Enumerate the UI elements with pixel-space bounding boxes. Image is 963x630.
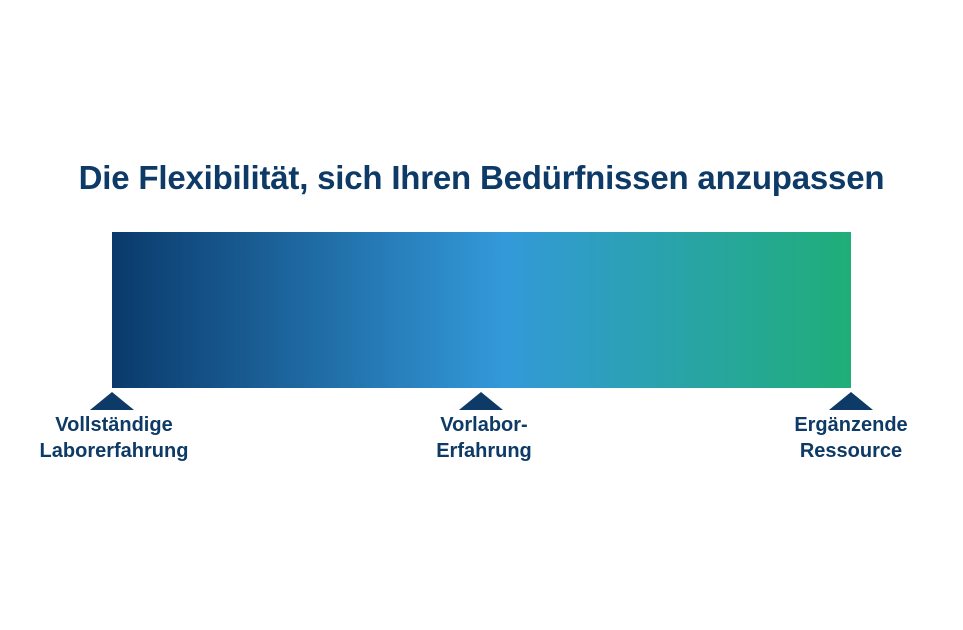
marker-triangle-left — [90, 392, 134, 410]
scale-label-line: Ressource — [799, 440, 903, 462]
scale-label-line: Erfahrung — [436, 440, 532, 462]
scale-label-line: Vollständige — [55, 414, 173, 436]
flexibility-gradient-bar — [112, 232, 851, 388]
scale-label-pre-lab-experience: Vorlabor- Erfahrung — [374, 412, 594, 464]
scale-label-line: Ergänzende — [794, 414, 908, 436]
scale-label-full-lab-experience: Vollständige Laborerfahrung — [4, 412, 224, 464]
marker-triangle-middle — [459, 392, 503, 410]
scale-label-line: Laborerfahrung — [39, 440, 189, 462]
marker-triangle-right — [829, 392, 873, 410]
diagram-title: Die Flexibilität, sich Ihren Bedürfnisse… — [78, 159, 885, 196]
scale-label-supplementary-resource: Ergänzende Ressource — [741, 412, 961, 464]
gradient-fill — [112, 232, 851, 388]
scale-label-line: Vorlabor- — [440, 414, 528, 436]
